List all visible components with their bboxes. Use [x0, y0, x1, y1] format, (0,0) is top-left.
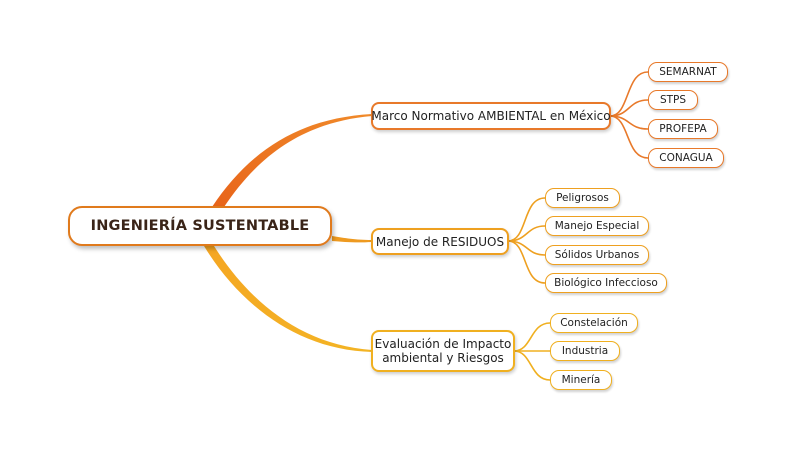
link-central-branch-1	[212, 114, 372, 207]
leaf-biologico-infeccioso[interactable]: Biológico Infeccioso	[545, 273, 667, 293]
branch-marco-normativo[interactable]: Marco Normativo AMBIENTAL en México	[371, 102, 611, 130]
branch-evaluacion-impacto[interactable]: Evaluación de Impacto ambiental y Riesgo…	[371, 330, 515, 372]
leaf-semarnat[interactable]: SEMARNAT	[648, 62, 728, 82]
central-topic[interactable]: INGENIERÍA SUSTENTABLE	[68, 206, 332, 246]
leaf-conagua[interactable]: CONAGUA	[648, 148, 724, 168]
leaf-profepa[interactable]: PROFEPA	[648, 119, 718, 139]
leaf-stps[interactable]: STPS	[648, 90, 698, 110]
leaf-peligrosos[interactable]: Peligrosos	[545, 188, 620, 208]
leaf-industria[interactable]: Industria	[550, 341, 620, 361]
leaf-solidos-urbanos[interactable]: Sólidos Urbanos	[545, 245, 649, 265]
link-central-branch-2	[332, 236, 372, 243]
links-branch-1	[609, 71, 649, 159]
leaf-constelacion[interactable]: Constelación	[550, 313, 638, 333]
links-branch-2	[507, 197, 546, 284]
branch-manejo-residuos[interactable]: Manejo de RESIDUOS	[371, 228, 509, 255]
link-central-branch-3	[204, 246, 372, 352]
leaf-manejo-especial[interactable]: Manejo Especial	[545, 216, 649, 236]
links-branch-3	[513, 322, 551, 381]
leaf-mineria[interactable]: Minería	[550, 370, 612, 390]
